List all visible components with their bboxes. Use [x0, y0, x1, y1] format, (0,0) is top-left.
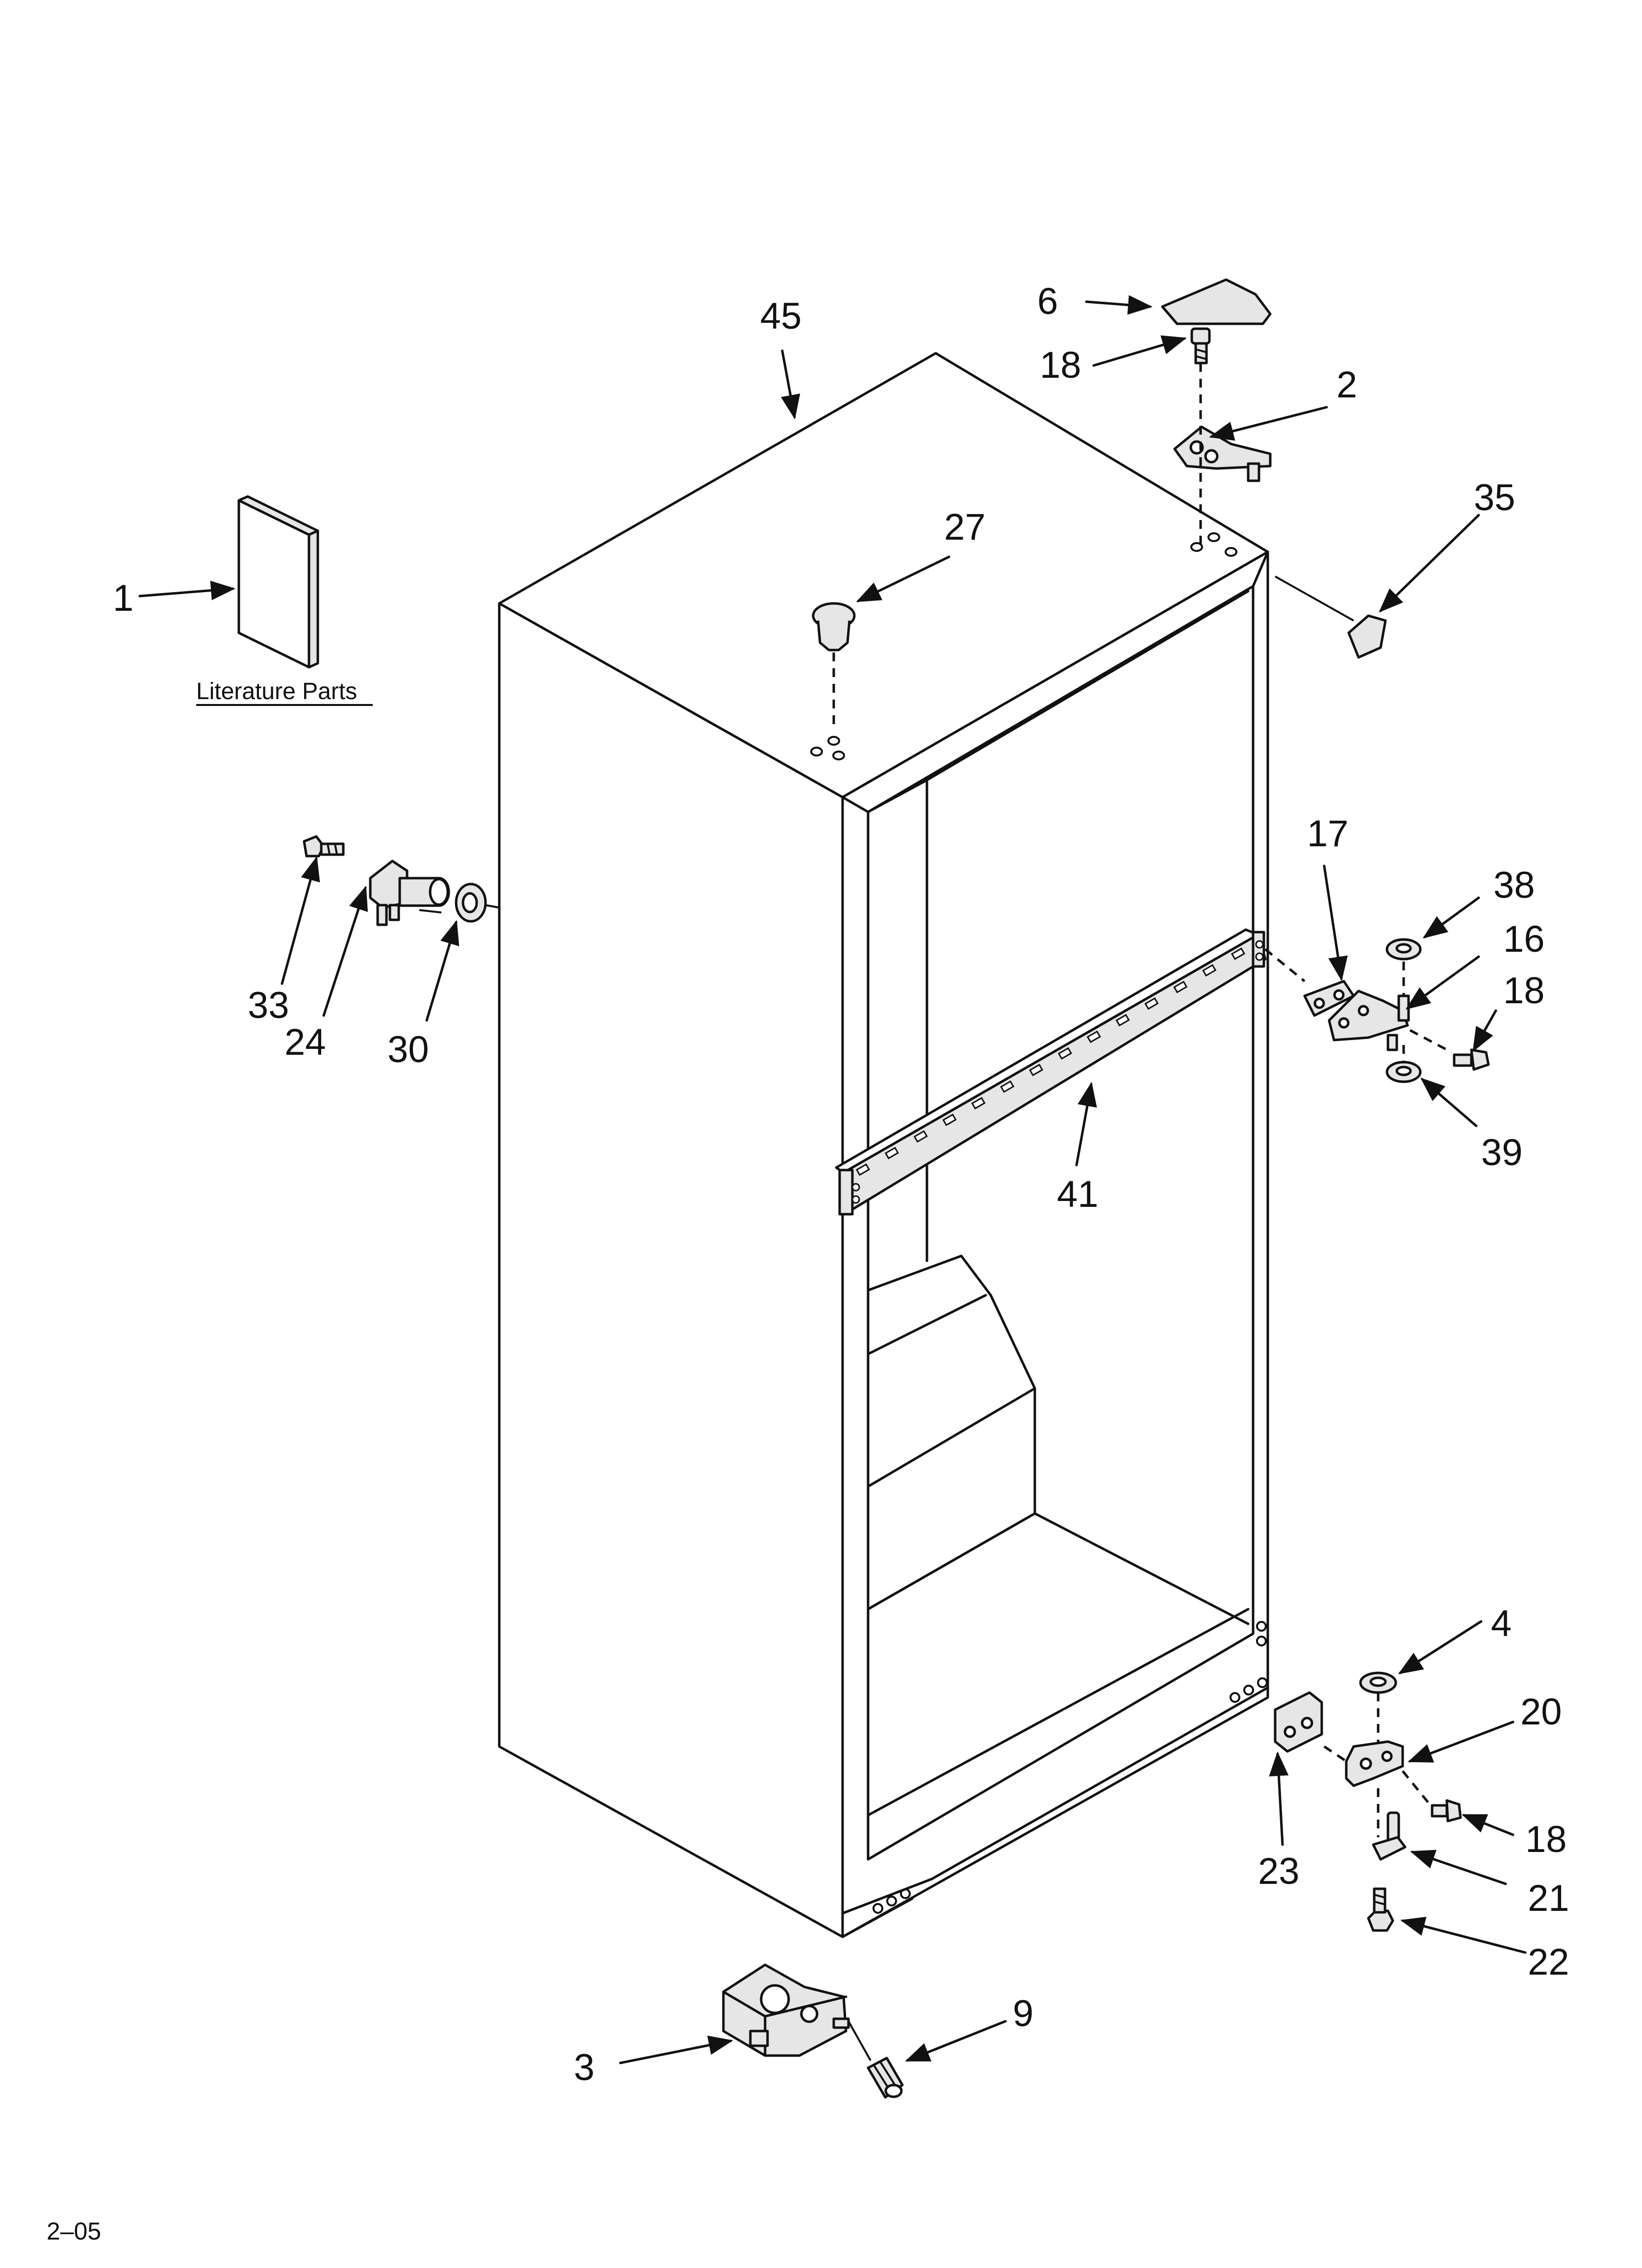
rail-hole — [851, 1195, 860, 1204]
callout-38: 38 — [1493, 864, 1535, 906]
top-plug-part — [812, 602, 856, 652]
rail-slot — [1231, 947, 1246, 960]
callout-24: 24 — [284, 1021, 326, 1063]
footer-code: 2–05 — [47, 2217, 101, 2245]
callout-6: 6 — [1037, 281, 1058, 322]
rail-slot — [855, 1163, 871, 1176]
rail-slot — [1115, 1014, 1130, 1027]
rail-slot — [942, 1113, 957, 1126]
callout-20: 20 — [1520, 1691, 1562, 1733]
callout-9: 9 — [1013, 1993, 1033, 2034]
callout-2: 2 — [1336, 364, 1357, 406]
refrigerator-cabinet — [498, 352, 1269, 1938]
rail-slot — [1202, 964, 1217, 977]
callout-33: 33 — [248, 985, 289, 1026]
hinge-screw-part — [1190, 327, 1211, 365]
callout-18-bottom: 18 — [1525, 1819, 1567, 1860]
bottom-washer-part — [1359, 1671, 1397, 1694]
upper-washer-part — [1385, 938, 1422, 961]
callout-35: 35 — [1474, 477, 1515, 519]
rail-slot — [913, 1130, 928, 1143]
callout-39: 39 — [1481, 1132, 1523, 1173]
rail-hole — [1255, 940, 1264, 949]
rail-slot — [1086, 1030, 1101, 1043]
callout-21: 21 — [1528, 1877, 1569, 1919]
literature-parts-icon — [237, 495, 319, 669]
left-washer-part — [455, 883, 487, 923]
callout-3: 3 — [574, 2047, 594, 2088]
callout-18-top: 18 — [1040, 344, 1081, 386]
rail-slot — [1144, 997, 1159, 1010]
rail-hole — [851, 1183, 860, 1192]
rail-hole — [1255, 952, 1264, 961]
callout-leaders — [138, 295, 1527, 2064]
callout-27: 27 — [944, 506, 986, 548]
hinge-cover-part — [1161, 278, 1272, 325]
callout-17: 17 — [1307, 813, 1349, 855]
rail-slot — [971, 1096, 986, 1110]
hinge-pin-part — [1372, 1811, 1407, 1861]
callout-16: 16 — [1503, 918, 1545, 960]
rail-slot — [1029, 1064, 1044, 1076]
callout-1: 1 — [113, 577, 133, 619]
roller-assembly-part — [722, 1963, 850, 2057]
leveling-screw-part — [1367, 1887, 1394, 1932]
rail-slot — [1000, 1080, 1015, 1093]
bottom-screw-part — [1431, 1799, 1462, 1823]
lower-washer-part — [1385, 1061, 1422, 1083]
callout-30: 30 — [387, 1029, 429, 1070]
bottom-hinge-part — [1345, 1740, 1404, 1787]
rail-slot — [1057, 1047, 1072, 1060]
divider-rail — [835, 928, 1267, 1216]
rail-slot — [1173, 981, 1188, 993]
center-hinge-pin-part — [369, 860, 450, 926]
center-screw-part — [1453, 1048, 1490, 1071]
callout-23: 23 — [1258, 1851, 1300, 1892]
callout-41: 41 — [1057, 1173, 1099, 1215]
callout-45: 45 — [760, 295, 802, 337]
left-screw-part — [303, 835, 345, 858]
callout-18-middle: 18 — [1503, 970, 1545, 1012]
leveling-bolt-part — [867, 2057, 904, 2099]
literature-caption: Literature Parts — [196, 678, 357, 704]
callout-22: 22 — [1528, 1941, 1569, 1983]
rail-slot — [884, 1147, 899, 1160]
callout-4: 4 — [1491, 1603, 1512, 1644]
hinge-cap-part — [1347, 614, 1387, 659]
top-hinge-part — [1173, 425, 1272, 482]
bottom-shim-part — [1274, 1691, 1323, 1753]
